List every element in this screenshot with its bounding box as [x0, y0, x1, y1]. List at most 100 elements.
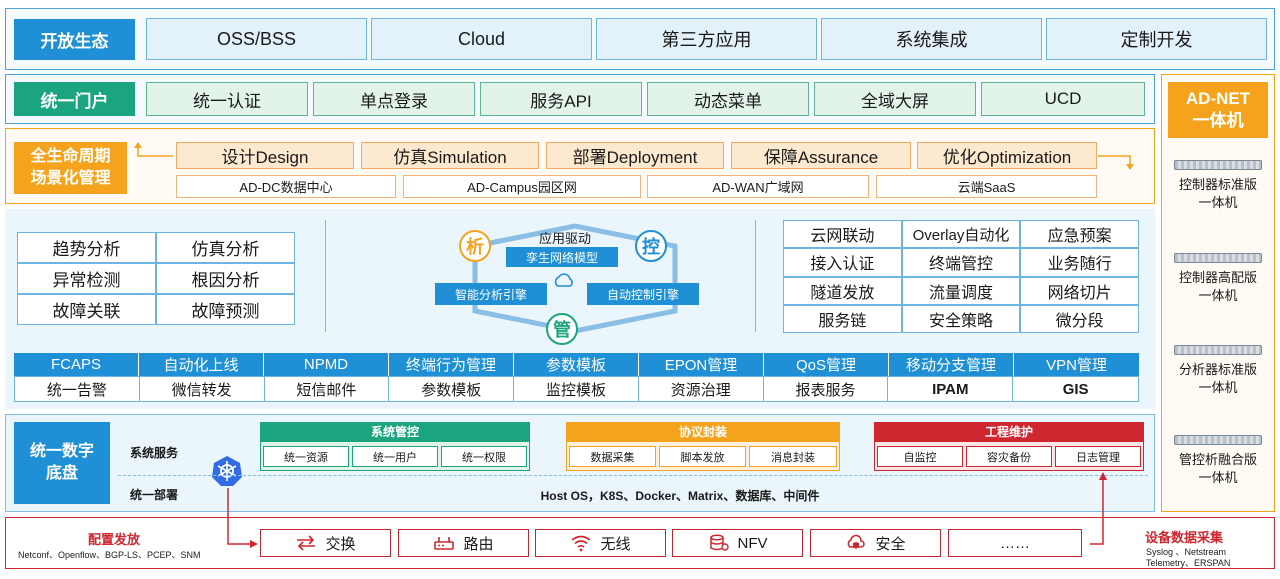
analysis-item[interactable]: 趋势分析: [17, 232, 156, 263]
open-eco-item[interactable]: 第三方应用: [596, 18, 817, 60]
base-title-line2: 底盘: [45, 465, 78, 482]
portal-item[interactable]: 服务API: [480, 82, 642, 116]
lifecycle-scenario[interactable]: AD-Campus园区网: [403, 175, 641, 198]
group-item[interactable]: 日志管理: [1055, 446, 1141, 467]
analysis-grid: 趋势分析 仿真分析 异常检测 根因分析 故障关联 故障预测: [17, 232, 295, 325]
function-cell[interactable]: 短信邮件: [264, 377, 390, 401]
kubernetes-icon: [211, 455, 243, 487]
group-item[interactable]: 脚本发放: [659, 446, 746, 467]
engine-control[interactable]: 自动控制引擎: [587, 283, 699, 305]
adnet-item[interactable]: 管控析融合版 一体机: [1166, 430, 1270, 492]
control-item[interactable]: 终端管控: [901, 248, 1021, 277]
group-head-system[interactable]: 系统管控: [260, 422, 530, 441]
function-head[interactable]: QoS管理: [764, 353, 889, 376]
lifecycle-scenario[interactable]: 云端SaaS: [876, 175, 1097, 198]
control-item[interactable]: 应急预案: [1020, 220, 1139, 249]
network-item-nfv[interactable]: NFV: [672, 529, 803, 557]
network-item-security[interactable]: 安全: [810, 529, 941, 557]
adnet-item[interactable]: 分析器标准版 一体机: [1166, 340, 1270, 402]
portal-item[interactable]: 全域大屏: [814, 82, 976, 116]
control-grid: 云网联动 Overlay自动化 应急预案 接入认证 终端管控 业务随行 隧道发放…: [783, 220, 1139, 333]
open-eco-item[interactable]: OSS/BSS: [146, 18, 367, 60]
network-item-more[interactable]: ……: [948, 529, 1082, 557]
engine-twin-model[interactable]: 孪生网络模型: [506, 247, 618, 267]
control-item[interactable]: 流量调度: [901, 276, 1021, 305]
open-eco-item[interactable]: Cloud: [371, 18, 592, 60]
adnet-item[interactable]: 控制器标准版 一体机: [1166, 155, 1270, 217]
function-cell[interactable]: 参数模板: [389, 377, 515, 401]
lifecycle-stage[interactable]: 保障Assurance: [731, 142, 911, 169]
group-item[interactable]: 统一资源: [263, 446, 349, 467]
group-head-maintenance[interactable]: 工程维护: [874, 422, 1144, 441]
server-icon: [1174, 253, 1262, 263]
group-item[interactable]: 消息封装: [749, 446, 837, 467]
lifecycle-stage[interactable]: 仿真Simulation: [361, 142, 539, 169]
control-item[interactable]: 接入认证: [783, 248, 902, 277]
control-item[interactable]: Overlay自动化: [901, 220, 1021, 249]
function-head[interactable]: NPMD: [264, 353, 389, 376]
network-item-router[interactable]: 路由: [398, 529, 529, 557]
group-head-protocol[interactable]: 协议封装: [566, 422, 840, 441]
control-item[interactable]: 网络切片: [1020, 276, 1139, 305]
analysis-item[interactable]: 根因分析: [156, 263, 295, 294]
group-item[interactable]: 数据采集: [569, 446, 656, 467]
network-item-switch[interactable]: 交换: [260, 529, 391, 557]
adnet-item-line2: 一体机: [1198, 380, 1238, 395]
portal-item[interactable]: 统一认证: [146, 82, 308, 116]
node-manage: 管: [546, 313, 578, 345]
function-head[interactable]: FCAPS: [14, 353, 139, 376]
control-item[interactable]: 云网联动: [783, 220, 902, 249]
adnet-item-line2: 一体机: [1198, 195, 1238, 210]
analysis-item[interactable]: 异常检测: [17, 263, 156, 294]
function-cell[interactable]: 统一告警: [15, 377, 140, 401]
function-cell[interactable]: 监控模板: [514, 377, 639, 401]
open-eco-item[interactable]: 定制开发: [1046, 18, 1267, 60]
group-item[interactable]: 统一用户: [352, 446, 438, 467]
function-heads: FCAPS 自动化上线 NPMD 终端行为管理 参数模板 EPON管理 QoS管…: [14, 353, 1139, 376]
function-cell[interactable]: IPAM: [888, 377, 1014, 401]
lifecycle-stage[interactable]: 优化Optimization: [917, 142, 1097, 169]
control-item[interactable]: 服务链: [783, 304, 902, 333]
analysis-item[interactable]: 故障关联: [17, 294, 156, 325]
collect-protocols-line2: Telemetry、ERSPAN: [1146, 558, 1231, 568]
lifecycle-stage[interactable]: 设计Design: [176, 142, 354, 169]
control-item[interactable]: 微分段: [1020, 304, 1139, 333]
lifecycle-scenario[interactable]: AD-WAN广域网: [647, 175, 869, 198]
function-head[interactable]: 参数模板: [514, 353, 639, 376]
group-item[interactable]: 统一权限: [441, 446, 527, 467]
control-item[interactable]: 隧道发放: [783, 276, 902, 305]
control-item[interactable]: 安全策略: [901, 304, 1021, 333]
function-cell[interactable]: 资源治理: [638, 377, 764, 401]
group-item[interactable]: 自监控: [877, 446, 963, 467]
adnet-item[interactable]: 控制器高配版 一体机: [1166, 248, 1270, 310]
server-icon: [1174, 345, 1262, 355]
portal-item[interactable]: UCD: [981, 82, 1145, 116]
function-head[interactable]: 终端行为管理: [389, 353, 514, 376]
security-icon: [848, 534, 866, 549]
function-cell[interactable]: 微信转发: [139, 377, 265, 401]
analysis-item[interactable]: 故障预测: [156, 294, 295, 325]
portal-item[interactable]: 动态菜单: [647, 82, 809, 116]
function-head[interactable]: 移动分支管理: [889, 353, 1014, 376]
lifecycle-stage[interactable]: 部署Deployment: [546, 142, 724, 169]
portal-item[interactable]: 单点登录: [313, 82, 475, 116]
function-head[interactable]: EPON管理: [639, 353, 764, 376]
function-head[interactable]: VPN管理: [1014, 353, 1139, 376]
network-item-label: 交换: [325, 535, 356, 553]
function-head[interactable]: 自动化上线: [139, 353, 264, 376]
adnet-item-line2: 一体机: [1198, 288, 1238, 303]
engine-analysis[interactable]: 智能分析引擎: [435, 283, 547, 305]
network-item-wireless[interactable]: 无线: [535, 529, 666, 557]
system-service-label: 系统服务: [130, 446, 179, 460]
analysis-item[interactable]: 仿真分析: [156, 232, 295, 263]
router-icon: [434, 537, 455, 550]
function-cell[interactable]: GIS: [1013, 377, 1138, 401]
group-item[interactable]: 容灾备份: [966, 446, 1052, 467]
network-item-label: 安全: [875, 535, 906, 553]
lifecycle-title-line1: 全生命周期: [30, 148, 111, 165]
function-cell[interactable]: 报表服务: [763, 377, 889, 401]
control-item[interactable]: 业务随行: [1020, 248, 1139, 277]
lifecycle-scenario[interactable]: AD-DC数据中心: [176, 175, 396, 198]
open-eco-item[interactable]: 系统集成: [821, 18, 1042, 60]
